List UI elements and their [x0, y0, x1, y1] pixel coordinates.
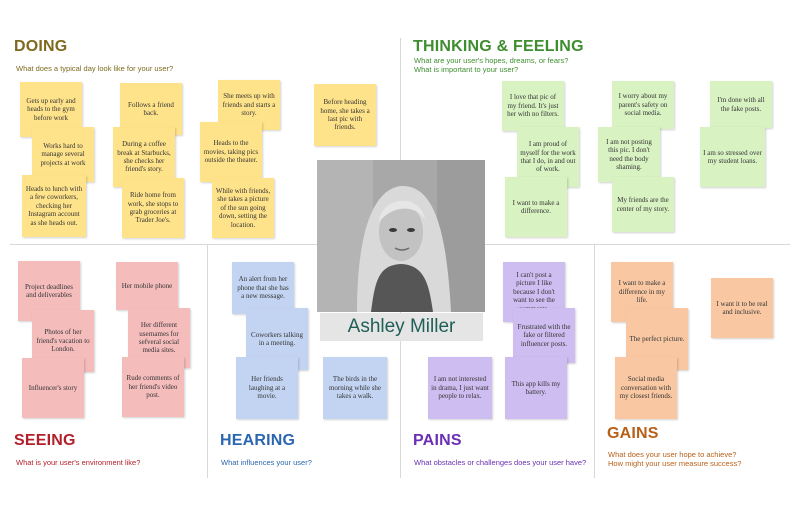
doing-note: Follows a friend back.: [120, 83, 182, 135]
gains-heading: GAINS: [607, 425, 659, 442]
thinking-subtitle-2: What is important to your user?: [414, 65, 519, 74]
thinking-note: I am not posting this pic. I don't need …: [598, 127, 660, 182]
persona-photo: [317, 160, 485, 312]
pains-subtitle: What obstacles or challenges does your u…: [414, 458, 587, 467]
hearing-subtitle: What influences your user?: [221, 458, 312, 467]
gains-note: Social media conversation with my closes…: [615, 357, 677, 419]
pains-note: Frustrated with the fake or filtered inf…: [513, 308, 575, 363]
hearing-note: An alert from her phone that she has a n…: [232, 262, 294, 314]
pains-heading: PAINS: [413, 432, 462, 449]
gains-note: I want it to be real and inclusive.: [711, 278, 773, 338]
hearing-note: Her friends laughing at a movie.: [236, 357, 298, 419]
pains-note: This app kills my battery.: [505, 357, 567, 419]
thinking-feeling-heading: THINKING & FEELING: [413, 38, 584, 55]
doing-subtitle: What does a typical day look like for yo…: [16, 64, 174, 73]
doing-note: Works hard to manage several projects at…: [32, 127, 94, 182]
doing-note: While with friends, she takes a picture …: [212, 178, 274, 238]
persona-name-box: Ashley Miller: [320, 313, 483, 341]
seeing-subtitle: What is your user's environment like?: [16, 458, 141, 467]
doing-note: She meets up with friends and starts a s…: [218, 80, 280, 130]
persona-portrait-illustration: [317, 160, 485, 312]
doing-note: Heads to the movies, taking pics outside…: [200, 122, 262, 182]
seeing-note: Her mobile phone: [116, 262, 178, 310]
gains-subtitle-2: How might your user measure success?: [608, 459, 742, 468]
doing-note: During a coffee break at Starbucks, she …: [113, 127, 175, 187]
doing-note: Before heading home, she takes a last pi…: [314, 84, 376, 146]
left-lower-divider: [207, 244, 208, 478]
persona-name: Ashley Miller: [347, 316, 456, 337]
thinking-note: I am so stressed over my student loans.: [700, 127, 765, 187]
gains-subtitle-1: What does your user hope to achieve?: [608, 450, 737, 459]
thinking-note: I worry about my parent's safety on soci…: [612, 81, 674, 129]
thinking-subtitle-1: What are your user's hopes, dreams, or f…: [414, 56, 569, 65]
doing-note: Ride home from work, she stops to grab g…: [122, 178, 184, 238]
thinking-note: I'm done with all the fake posts.: [710, 81, 772, 128]
thinking-note: I love that pic of my friend. It's just …: [502, 81, 564, 131]
hearing-note: The birds in the morning while she takes…: [323, 357, 387, 419]
right-lower-divider: [594, 244, 595, 478]
seeing-note: Influencer's story: [22, 358, 84, 418]
hearing-heading: HEARING: [220, 432, 296, 449]
thinking-note: I want to make a difference.: [505, 177, 567, 237]
doing-note: Heads to lunch with a few coworkers, che…: [22, 175, 86, 237]
thinking-note: My friends are the center of my story.: [612, 177, 674, 232]
seeing-note: Rude comments of her friend's video post…: [122, 357, 184, 417]
seeing-heading: SEEING: [14, 432, 76, 449]
doing-heading: DOING: [14, 38, 68, 55]
pains-note: I am not interested in drama, I just wan…: [428, 357, 492, 419]
